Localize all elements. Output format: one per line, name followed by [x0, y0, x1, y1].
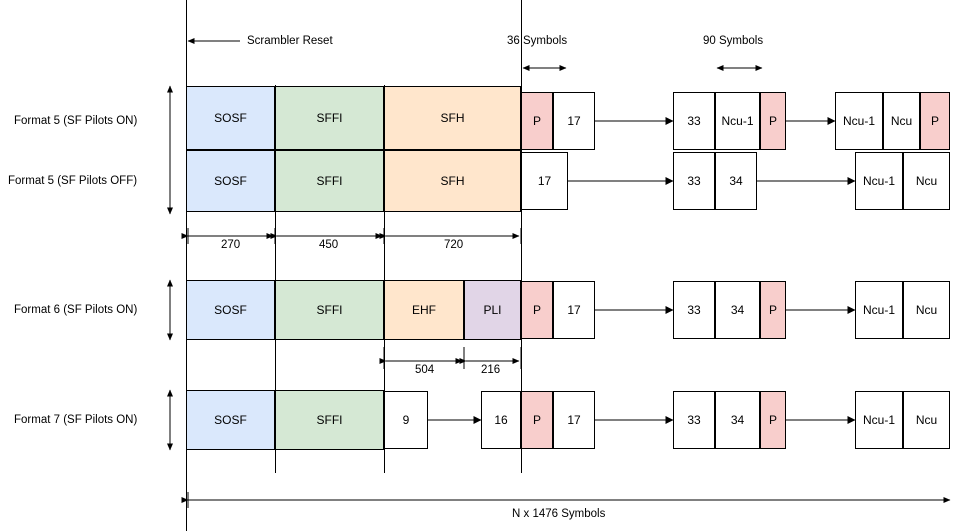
block-sfh: SFH — [384, 86, 521, 150]
block-34: 34 — [715, 391, 760, 449]
block-sosf: SOSF — [186, 390, 275, 450]
block-pli: PLI — [464, 280, 521, 340]
block-ncu-minus-1: Ncu-1 — [855, 152, 903, 210]
guide-sffi-right — [384, 85, 385, 473]
block-pilot: P — [760, 281, 786, 339]
annotation-90-symbols: 90 Symbols — [703, 35, 764, 47]
block-33: 33 — [673, 92, 715, 150]
block-pilot: P — [920, 92, 950, 150]
block-pilot: P — [521, 92, 553, 150]
block-17: 17 — [553, 92, 595, 150]
block-sffi: SFFI — [275, 86, 384, 150]
block-pilot: P — [760, 391, 786, 449]
block-17: 17 — [553, 391, 595, 449]
block-pilot: P — [521, 281, 553, 339]
block-34: 34 — [715, 281, 760, 339]
guide-sosf-right — [275, 85, 276, 473]
row-label-format-6-pilots-on: Format 6 (SF Pilots ON) — [14, 304, 138, 316]
block-33: 33 — [673, 281, 715, 339]
block-9: 9 — [384, 391, 428, 449]
block-sosf: SOSF — [186, 86, 275, 150]
block-33: 33 — [673, 152, 715, 210]
block-pilot: P — [760, 92, 786, 150]
block-33: 33 — [673, 391, 715, 449]
dimension-label-720: 720 — [441, 239, 467, 251]
block-ncu-minus-1: Ncu-1 — [855, 281, 903, 339]
block-sfh: SFH — [384, 150, 521, 212]
block-ncu: Ncu — [903, 391, 950, 449]
block-sffi: SFFI — [275, 150, 384, 212]
block-ncu: Ncu — [903, 281, 950, 339]
dimension-label-216: 216 — [478, 364, 504, 376]
block-pilot: P — [521, 391, 553, 449]
block-ncu-minus-1: Ncu-1 — [855, 391, 903, 449]
block-17: 17 — [521, 152, 568, 210]
block-ncu: Ncu — [903, 152, 950, 210]
guide-sfh-right — [521, 0, 522, 473]
block-ncu-minus-1: Ncu-1 — [835, 92, 883, 150]
dimension-label-270: 270 — [218, 239, 244, 251]
annotation-total-symbols: N x 1476 Symbols — [512, 508, 606, 520]
block-sffi: SFFI — [275, 280, 384, 340]
row-label-format-7-pilots-on: Format 7 (SF Pilots ON) — [14, 414, 138, 426]
block-sosf: SOSF — [186, 150, 275, 212]
block-ehf: EHF — [384, 280, 464, 340]
block-sosf: SOSF — [186, 280, 275, 340]
block-ncu-minus-1: Ncu-1 — [715, 92, 760, 150]
row-label-format-5-pilots-off: Format 5 (SF Pilots OFF) — [8, 175, 138, 187]
row-label-format-5-pilots-on: Format 5 (SF Pilots ON) — [14, 115, 138, 127]
block-16: 16 — [481, 391, 521, 449]
block-17: 17 — [553, 281, 595, 339]
block-sffi: SFFI — [275, 390, 384, 450]
block-34: 34 — [715, 152, 757, 210]
annotation-36-symbols: 36 Symbols — [507, 35, 568, 47]
annotation-scrambler-reset: Scrambler Reset — [247, 35, 333, 47]
guide-left-edge — [186, 0, 187, 531]
dimension-label-504: 504 — [412, 364, 438, 376]
block-ncu: Ncu — [883, 92, 920, 150]
dimension-label-450: 450 — [316, 239, 342, 251]
